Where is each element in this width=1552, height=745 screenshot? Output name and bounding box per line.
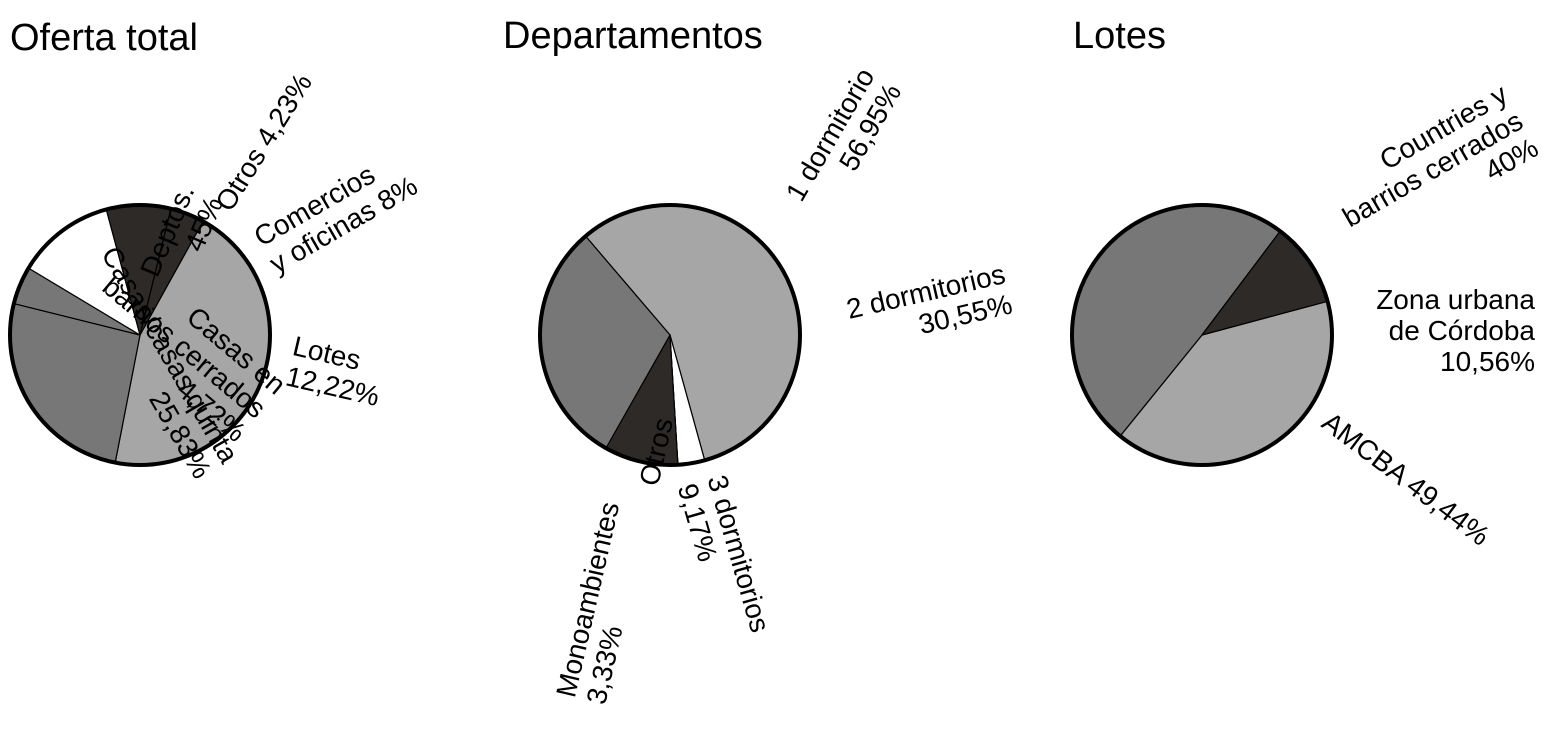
oferta-total-title: Oferta total [10,17,198,59]
pie-label-line: de Córdoba [1389,315,1536,346]
pie-label-1-2-dormitorios: 2 dormitorios30,55% [843,258,1015,355]
pie-label-line: Zona urbana [1376,284,1535,315]
pie-label-line: 10,56% [1440,346,1535,377]
pie-label-line: AMCBA 49,44% [1316,406,1495,552]
pie-outline-1 [538,203,802,467]
pie-label-1-1-dormitorio: 1 dormitorio56,95% [780,63,908,222]
lotes-title: Lotes [1073,15,1166,57]
pie-label-2-countries-y: Countries ybarrios cerrados40% [1322,78,1544,260]
departamentos-title: Departamentos [503,15,763,57]
pie-label-2-amcba-49-44: AMCBA 49,44% [1316,406,1495,552]
pie-outline-2 [1070,203,1334,467]
pie-outline-0 [8,203,272,467]
pie-label-0-comercios: Comerciosy oficinas 8% [249,143,423,279]
pie-label-1-3-dormitorios: 3 dormitorios9,17% [672,472,776,645]
pie-label-0-lotes: Lotes12,22% [283,330,389,412]
pie-label-1-monoambientes: Monoambientes3,33% [550,499,655,707]
